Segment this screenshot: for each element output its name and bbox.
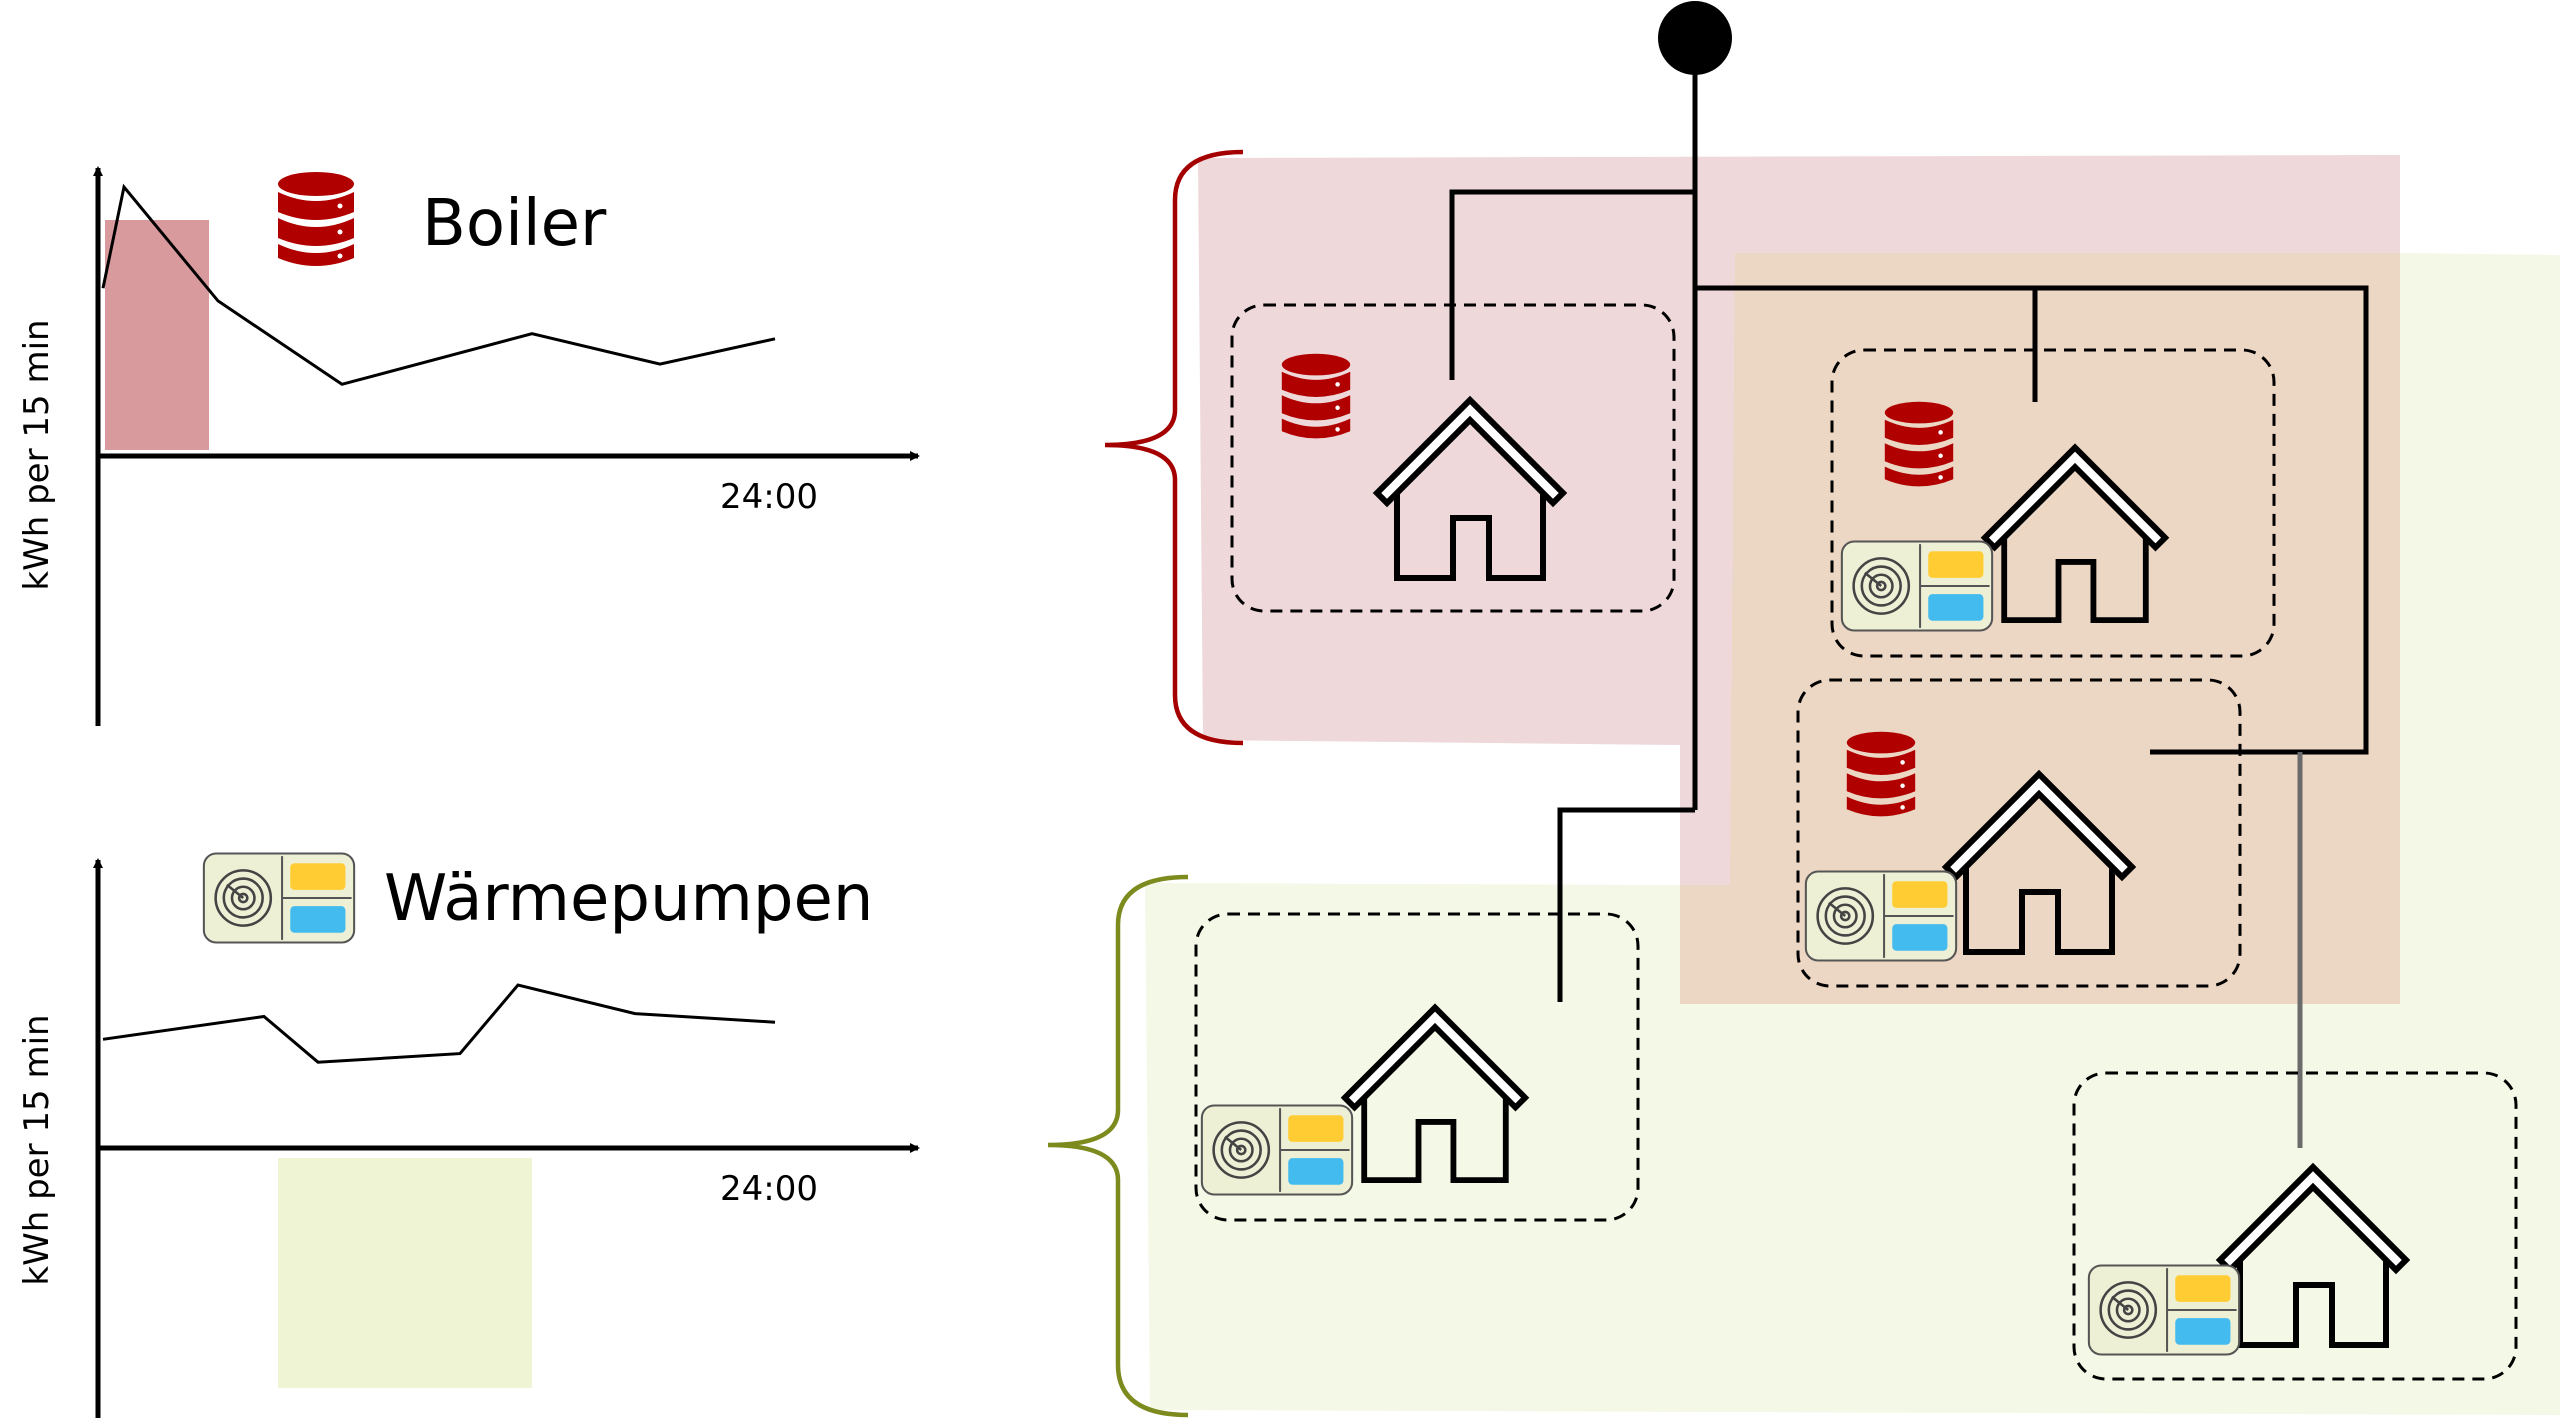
boiler-x-tick: 24:00 bbox=[720, 477, 818, 517]
grid-lines bbox=[1449, 40, 2369, 1002]
network-diagram bbox=[1047, 1, 2560, 1418]
heat-pump-icon bbox=[1200, 1104, 1354, 1196]
heat-pump-icon bbox=[1804, 870, 1958, 962]
heat-pump-chart: kWh per 15 min 24:00 Wärmepumpen bbox=[17, 852, 920, 1418]
boiler-title: Boiler bbox=[422, 187, 607, 261]
heat-pump-icon bbox=[202, 852, 356, 944]
house-2 bbox=[1830, 348, 2276, 658]
heat-pump-load-window bbox=[278, 1158, 532, 1388]
heat-pump-x-tick: 24:00 bbox=[720, 1169, 818, 1209]
house-1 bbox=[1230, 303, 1676, 613]
grid-connection-node bbox=[1658, 1, 1732, 75]
boiler-load-line bbox=[101, 183, 776, 386]
house-5 bbox=[2072, 1071, 2518, 1381]
boiler-brace bbox=[1104, 149, 1244, 746]
heat-pump-region bbox=[1145, 253, 2560, 1415]
heat-pump-icon bbox=[2087, 1264, 2241, 1356]
boiler-chart: kWh per 15 min 24:00 Boiler bbox=[17, 166, 920, 726]
house-3 bbox=[1796, 678, 2242, 988]
heat-pump-icon bbox=[1840, 540, 1994, 632]
boiler-y-label: kWh per 15 min bbox=[17, 319, 57, 590]
boiler-load-window bbox=[105, 220, 209, 450]
heat-pump-load-line bbox=[102, 983, 776, 1064]
heat-pump-y-label: kWh per 15 min bbox=[17, 1014, 57, 1285]
overlap-region bbox=[1680, 253, 2400, 1004]
database-icon bbox=[278, 172, 354, 266]
heat-pump-brace bbox=[1047, 874, 1189, 1418]
house-4 bbox=[1194, 912, 1640, 1222]
heat-pump-title: Wärmepumpen bbox=[384, 862, 873, 936]
